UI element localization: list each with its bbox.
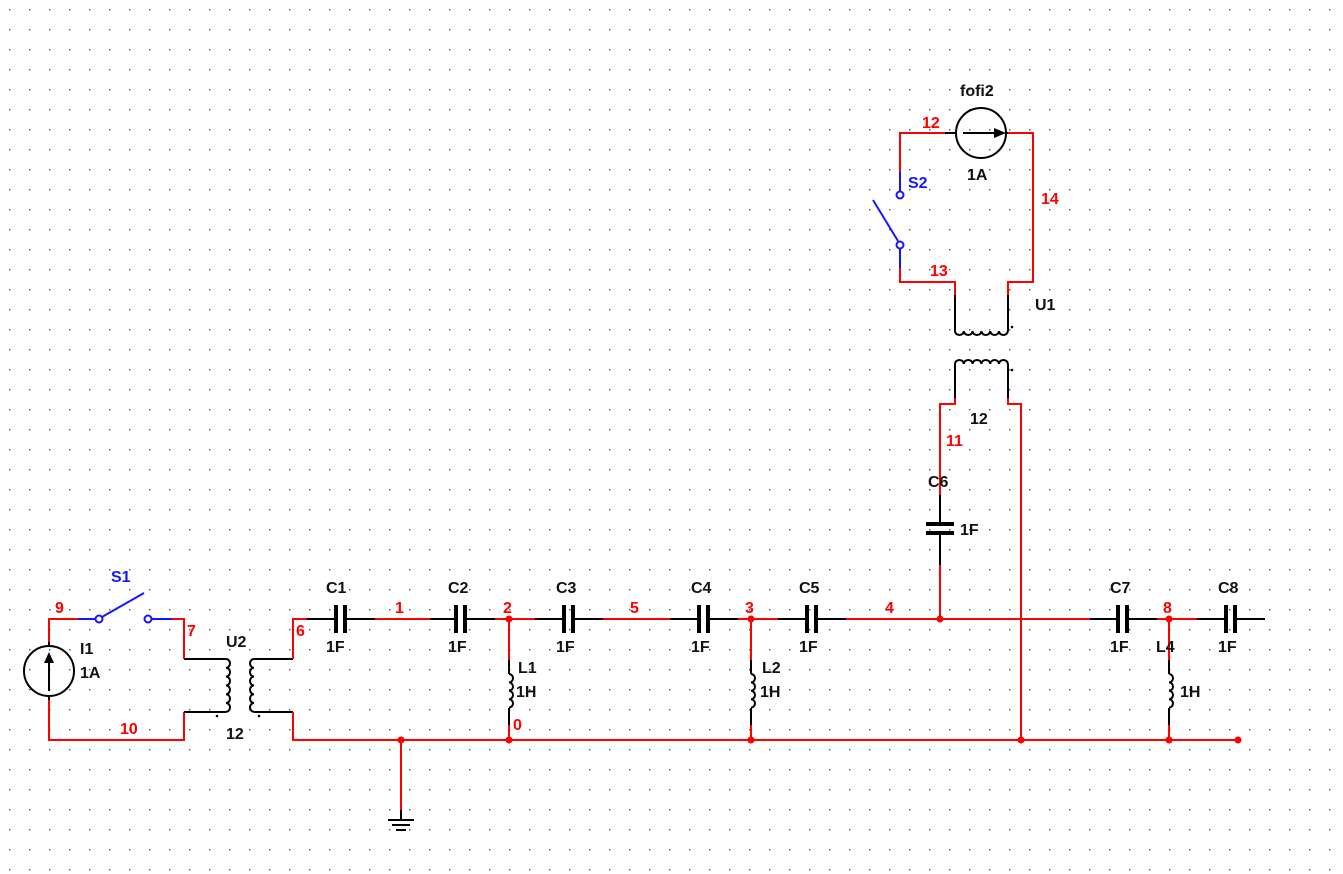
c5-ref-label: C5 (799, 580, 820, 597)
capacitor-c2[interactable]: C2 1F (430, 580, 495, 656)
c5-value-label: 1F (799, 639, 818, 656)
capacitor-c7[interactable]: C7 1F (1090, 580, 1157, 656)
ground-symbol (388, 810, 414, 831)
coil-icon (1168, 673, 1174, 709)
switch-lever-icon (101, 592, 145, 618)
i1-value-label: 1A (80, 665, 101, 682)
node-label-8: 8 (1163, 600, 1172, 617)
c2-value-label: 1F (448, 639, 467, 656)
c7-value-label: 1F (1110, 639, 1129, 656)
arrow-right-icon (994, 128, 1006, 138)
node-label-0: 0 (513, 717, 522, 734)
c7-ref-label: C7 (1110, 580, 1131, 597)
switch-lever-icon (872, 199, 899, 242)
c6-value-label: 1F (960, 522, 979, 539)
inductor-l4[interactable]: L4 1H (1156, 639, 1200, 725)
coil-icon (249, 658, 255, 713)
wire-net-upper[interactable] (899, 132, 1034, 295)
node-label-10: 10 (120, 721, 138, 738)
node-labels: 9 7 6 10 1 2 5 3 4 8 0 11 12 13 14 (55, 115, 1172, 738)
capacitor-c5[interactable]: C5 1F (778, 580, 846, 656)
node-label-3: 3 (745, 600, 754, 617)
s1-ref-label: S1 (111, 569, 131, 586)
node-label-13: 13 (930, 263, 948, 280)
u2-ratio-label: 12 (226, 726, 244, 743)
c1-ref-label: C1 (326, 580, 347, 597)
switch-s1[interactable]: S1 (78, 569, 172, 624)
i1-ref-label: I1 (80, 641, 93, 658)
capacitor-c3[interactable]: C3 1F (535, 580, 603, 656)
coil-icon (954, 330, 1009, 336)
node-label-4: 4 (885, 600, 894, 617)
node-label-5: 5 (630, 600, 639, 617)
switch-s2[interactable]: S2 (872, 172, 928, 268)
coil-icon (508, 673, 514, 709)
c6-ref-label: C6 (928, 474, 949, 491)
transformer-u1[interactable]: U1 12 (954, 295, 1056, 428)
u1-ratio-label: 12 (970, 411, 988, 428)
node-label-9: 9 (55, 600, 64, 617)
current-source-i1[interactable]: I1 1A (23, 641, 101, 700)
node-label-2: 2 (503, 600, 512, 617)
capacitor-c1[interactable]: C1 1F (307, 580, 375, 656)
node-label-6: 6 (296, 623, 305, 640)
capacitor-c6[interactable]: C6 1F (926, 474, 979, 565)
node-label-7: 7 (187, 623, 196, 640)
u2-ref-label: U2 (226, 634, 247, 651)
fofi2-ref-label: fofi2 (960, 83, 994, 100)
c1-value-label: 1F (326, 639, 345, 656)
capacitor-c8[interactable]: C8 1F (1197, 580, 1265, 656)
c8-value-label: 1F (1218, 639, 1237, 656)
transformer-u2[interactable]: U2 12 (184, 634, 293, 743)
c2-ref-label: C2 (448, 580, 469, 597)
node-label-1: 1 (395, 600, 404, 617)
l2-ref-label: L2 (762, 660, 781, 677)
current-source-fofi2[interactable]: fofi2 1A (945, 83, 1008, 184)
coil-icon (750, 673, 756, 709)
node-label-11: 11 (946, 433, 963, 450)
fofi2-value-label: 1A (967, 167, 988, 184)
s2-ref-label: S2 (908, 175, 928, 192)
capacitor-c4[interactable]: C4 1F (670, 580, 738, 656)
l4-value-label: 1H (1180, 684, 1200, 701)
wire-net-left[interactable] (48, 618, 185, 741)
junction-dots (397, 615, 1242, 744)
node-label-14: 14 (1041, 191, 1059, 208)
c4-ref-label: C4 (691, 580, 712, 597)
inductor-l1[interactable]: L1 1H (508, 660, 537, 725)
l1-ref-label: L1 (518, 660, 537, 677)
coil-icon (225, 658, 231, 713)
coil-icon (954, 359, 1009, 365)
u1-ref-label: U1 (1035, 297, 1056, 314)
l2-value-label: 1H (760, 684, 780, 701)
arrow-up-icon (44, 652, 54, 663)
node-label-12: 12 (922, 115, 940, 132)
c8-ref-label: C8 (1218, 580, 1239, 597)
c3-ref-label: C3 (556, 580, 577, 597)
l4-ref-label: L4 (1156, 639, 1175, 656)
wire-net-main[interactable] (292, 398, 1238, 810)
c3-value-label: 1F (556, 639, 575, 656)
c4-value-label: 1F (691, 639, 710, 656)
inductor-l2[interactable]: L2 1H (750, 660, 781, 725)
l1-value-label: 1H (516, 684, 536, 701)
